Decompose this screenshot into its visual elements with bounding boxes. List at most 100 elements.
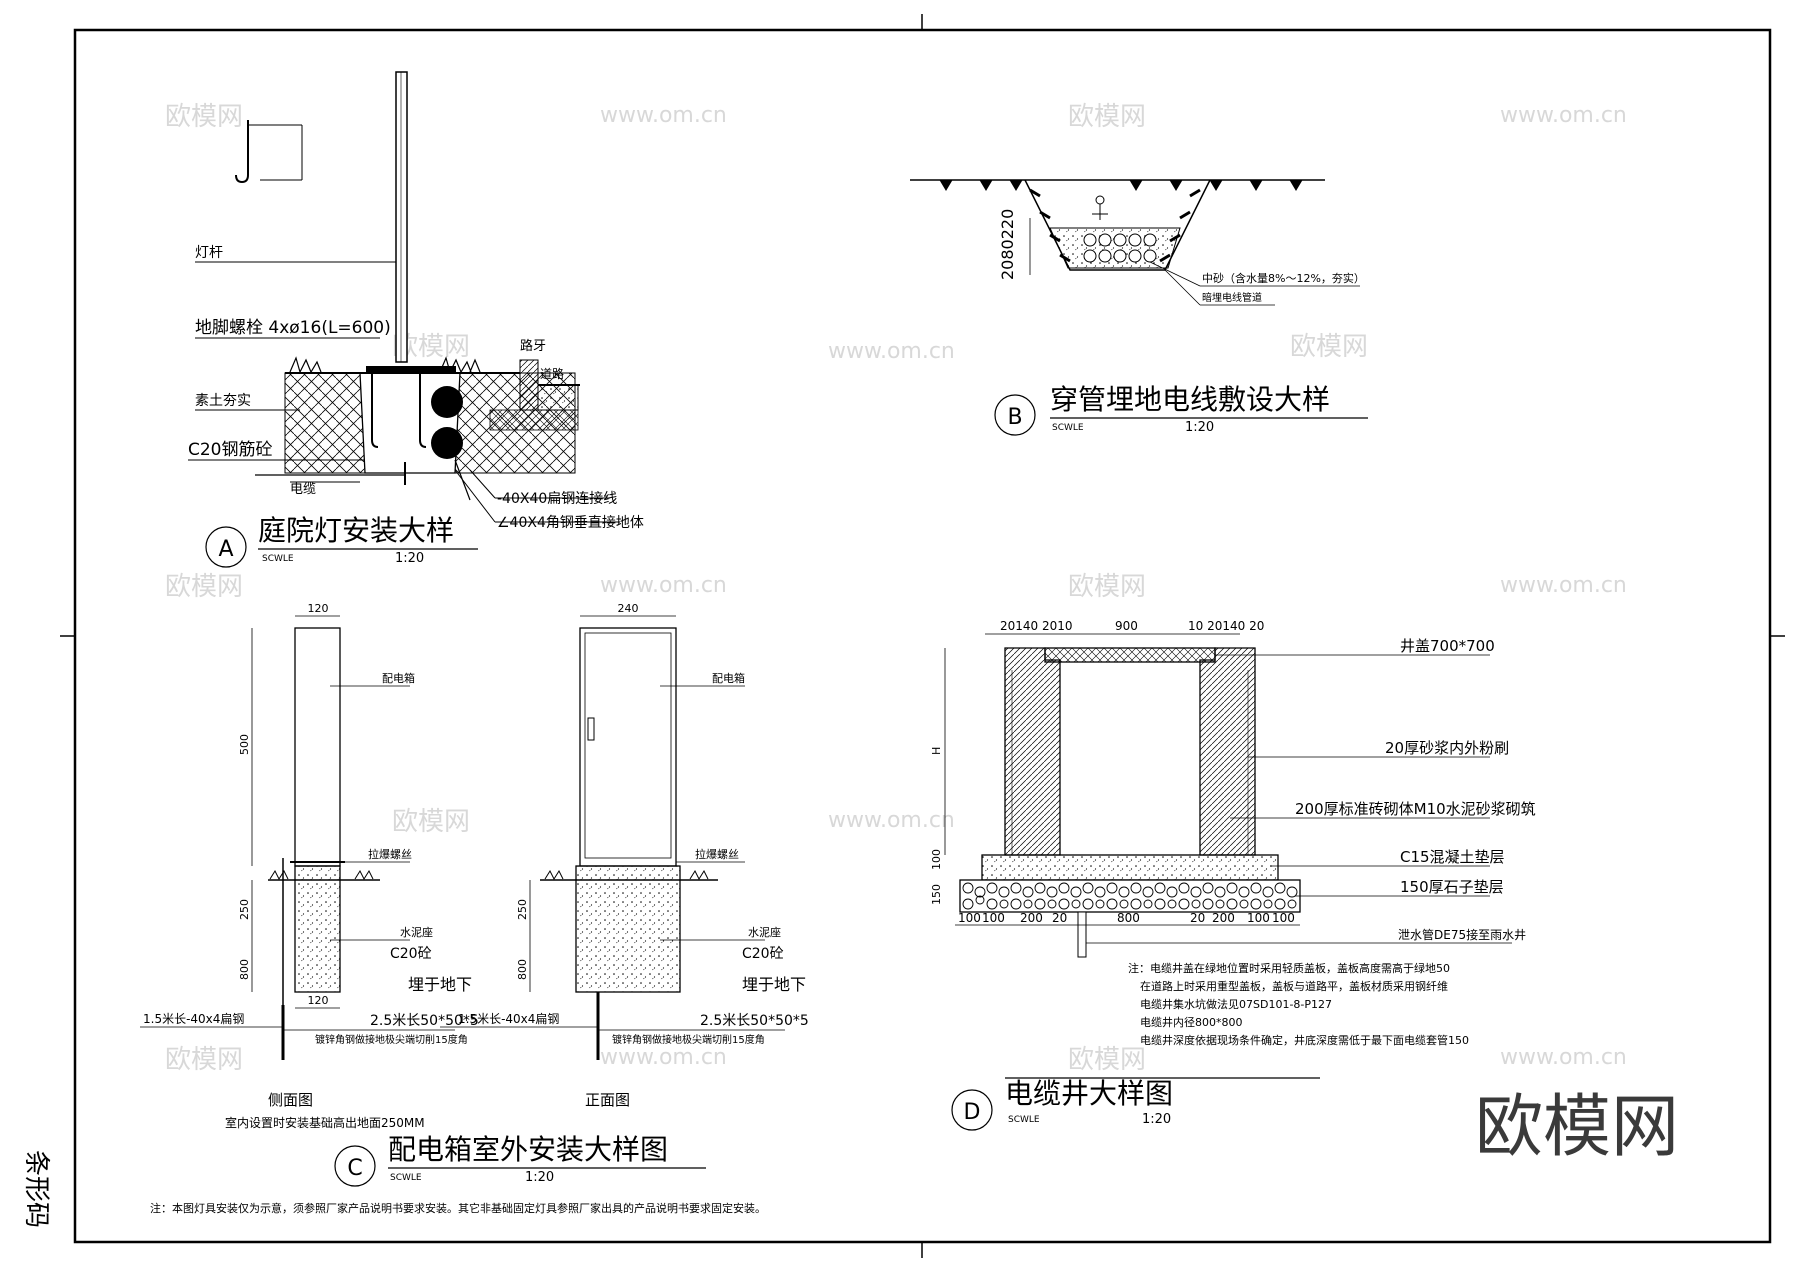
label-flat-steel: -40X40扁钢连接线 bbox=[497, 490, 617, 507]
side-dim-500: 500 bbox=[238, 734, 251, 755]
side-label-box: 配电箱 bbox=[382, 671, 415, 685]
trench bbox=[1024, 179, 1211, 271]
side-label-bolt: 拉爆螺丝 bbox=[368, 847, 412, 861]
front-caption: 正面图 bbox=[585, 1091, 630, 1109]
side-dim-250: 250 bbox=[238, 899, 251, 920]
side-label-base: 水泥座 bbox=[400, 925, 433, 939]
side-note: 室内设置时安装基础高出地面250MM bbox=[225, 1115, 425, 1130]
front-label-concrete: C20砼 bbox=[742, 946, 784, 962]
label-anchor-bolt: 地脚螺栓 4xø16(L=600) bbox=[195, 318, 391, 338]
watermark-url: www.om.cn bbox=[828, 808, 955, 833]
detail-d-sub: SCWLE bbox=[1008, 1115, 1040, 1125]
drain-pipe bbox=[1077, 911, 1087, 958]
watermark-url: www.om.cn bbox=[1500, 103, 1627, 128]
label-pipe: 暗埋电线管道 bbox=[1202, 291, 1262, 304]
well-wall-right bbox=[1199, 647, 1256, 856]
dim-top-mid: 900 bbox=[1115, 619, 1138, 633]
svg-text:在道路上时采用重型盖板，盖板与道路平，盖板材质采用钢纤维: 在道路上时采用重型盖板，盖板与道路平，盖板材质采用钢纤维 bbox=[1140, 979, 1448, 993]
watermark-url: www.om.cn bbox=[1500, 1045, 1627, 1070]
big-watermark: 欧模网 bbox=[1475, 1088, 1679, 1167]
svg-text:电缆井集水坑做法见07SD101-8-P127: 电缆井集水坑做法见07SD101-8-P127 bbox=[1140, 997, 1332, 1011]
watermark-brand: 欧模网 bbox=[1068, 102, 1146, 132]
detail-b-sub: SCWLE bbox=[1052, 423, 1084, 433]
detail-c-letter: C bbox=[347, 1156, 362, 1181]
label-angle-steel: ∠40X4角钢垂直接地体 bbox=[497, 514, 644, 531]
watermark-brand: 欧模网 bbox=[165, 1045, 243, 1075]
cable-duct bbox=[431, 386, 463, 418]
watermark-layer: 欧模网 www.om.cn 欧模网 www.om.cn 欧模网 www.om.c… bbox=[165, 102, 1627, 1075]
svg-text:电缆井深度依据现场条件确定，井底深度需低于最下面电缆套管15: 电缆井深度依据现场条件确定，井底深度需低于最下面电缆套管150 bbox=[1140, 1033, 1469, 1047]
label-sand: 中砂（含水量8%～12%，夯实） bbox=[1202, 271, 1365, 285]
svg-text:100: 100 bbox=[958, 911, 981, 925]
svg-text:电缆井内径800*800: 电缆井内径800*800 bbox=[1140, 1015, 1243, 1029]
front-dim-top: 240 bbox=[618, 602, 639, 615]
sand-bed bbox=[1049, 227, 1181, 269]
side-base bbox=[294, 865, 341, 993]
label-cable: 电缆 bbox=[290, 481, 316, 497]
watermark-url: www.om.cn bbox=[828, 339, 955, 364]
watermark-url: www.om.cn bbox=[600, 103, 727, 128]
detail-c-title: 配电箱室外安装大样图 bbox=[388, 1133, 668, 1166]
bottom-dims: 100 100 200 20 800 20 200 100 100 bbox=[958, 911, 1295, 925]
curb bbox=[519, 359, 539, 411]
road-layer bbox=[537, 384, 579, 411]
svg-text:100: 100 bbox=[982, 911, 1005, 925]
detail-c-scale: 1:20 bbox=[525, 1170, 554, 1185]
detail-a-garden-lamp: 灯杆 地脚螺栓 4xø16(L=600) 路牙 道路 素土夯实 C20钢筋砼 电… bbox=[188, 71, 644, 568]
front-dim-250: 250 bbox=[516, 899, 529, 920]
side-barcode-label: 条形码 bbox=[21, 1150, 51, 1228]
label-soil: 素土夯实 bbox=[195, 393, 251, 409]
detail-b-buried-cable: 2080220 中砂（含水量8%～12%，夯实） 暗埋电线管道 B 穿管埋地电线… bbox=[910, 179, 1368, 436]
side-label-flat: 1.5米长-40x4扁钢 bbox=[143, 1012, 244, 1026]
svg-text:800: 800 bbox=[1117, 911, 1140, 925]
detail-d-letter: D bbox=[964, 1100, 981, 1125]
label-curb: 路牙 bbox=[520, 338, 546, 354]
detail-c-distribution-box: 120 500 250 800 120 配电箱 拉爆螺丝 水泥座 C20砼 埋于… bbox=[140, 602, 809, 1187]
dim-150: 150 bbox=[930, 884, 943, 905]
side-dim-bottom: 120 bbox=[308, 994, 329, 1007]
svg-text:100: 100 bbox=[1247, 911, 1270, 925]
footnote: 注：本图灯具安装仅为示意，须参照厂家产品说明书要求安装。其它非基础固定灯具参照厂… bbox=[150, 1201, 766, 1215]
dim-top-left: 20140 2010 bbox=[1000, 619, 1073, 633]
dim-h: H bbox=[930, 747, 943, 755]
side-label-angle-note: 镀锌角钢做接地极尖端切削15度角 bbox=[315, 1033, 468, 1046]
gravel-layer bbox=[959, 879, 1301, 913]
front-base bbox=[575, 865, 681, 993]
watermark-url: www.om.cn bbox=[600, 1045, 727, 1070]
well-cover bbox=[1044, 647, 1216, 663]
well-notes: 注：电缆井盖在绿地位置时采用轻质盖板，盖板高度需高于绿地50 在道路上时采用重型… bbox=[1128, 961, 1469, 1047]
watermark-brand: 欧模网 bbox=[1068, 572, 1146, 602]
well-wall-left bbox=[1004, 647, 1061, 856]
side-label-buried: 埋于地下 bbox=[408, 975, 472, 994]
dim-100: 100 bbox=[930, 849, 943, 870]
label-pole: 灯杆 bbox=[195, 245, 223, 261]
detail-d-scale: 1:20 bbox=[1142, 1112, 1171, 1127]
dim-depth: 2080220 bbox=[998, 209, 1017, 280]
svg-text:注：电缆井盖在绿地位置时采用轻质盖板，盖板高度需高于绿地50: 注：电缆井盖在绿地位置时采用轻质盖板，盖板高度需高于绿地50 bbox=[1128, 961, 1450, 975]
watermark-url: www.om.cn bbox=[1500, 573, 1627, 598]
lamp-pole bbox=[395, 71, 408, 363]
side-caption: 侧面图 bbox=[268, 1091, 313, 1109]
label-brick: 200厚标准砖砌体M10水泥砂浆砌筑 bbox=[1295, 800, 1536, 818]
detail-a-callout bbox=[205, 526, 247, 568]
svg-text:20: 20 bbox=[1190, 911, 1205, 925]
front-label-angle-note: 镀锌角钢做接地极尖端切削15度角 bbox=[612, 1033, 765, 1046]
front-label-box: 配电箱 bbox=[712, 671, 745, 685]
label-road: 道路 bbox=[540, 366, 564, 381]
front-label-flat: 1.5米长-40x4扁钢 bbox=[458, 1012, 559, 1026]
front-label-base: 水泥座 bbox=[748, 925, 781, 939]
detail-d-cable-well: 20140 2010 900 10 20140 20 H 100 150 100… bbox=[930, 619, 1536, 1131]
svg-text:20: 20 bbox=[1052, 911, 1067, 925]
front-dim-800: 800 bbox=[516, 959, 529, 980]
front-label-buried: 埋于地下 bbox=[742, 975, 806, 994]
cable-duct bbox=[431, 427, 463, 459]
label-concrete: C20钢筋砼 bbox=[188, 440, 273, 460]
side-box bbox=[294, 627, 341, 867]
svg-text:200: 200 bbox=[1020, 911, 1043, 925]
front-handle bbox=[587, 717, 595, 741]
detail-b-callout bbox=[994, 394, 1036, 436]
side-label-concrete: C20砼 bbox=[390, 946, 432, 962]
watermark-brand: 欧模网 bbox=[1068, 1045, 1146, 1075]
detail-c-sub: SCWLE bbox=[390, 1173, 422, 1183]
side-dim-top: 120 bbox=[308, 602, 329, 615]
